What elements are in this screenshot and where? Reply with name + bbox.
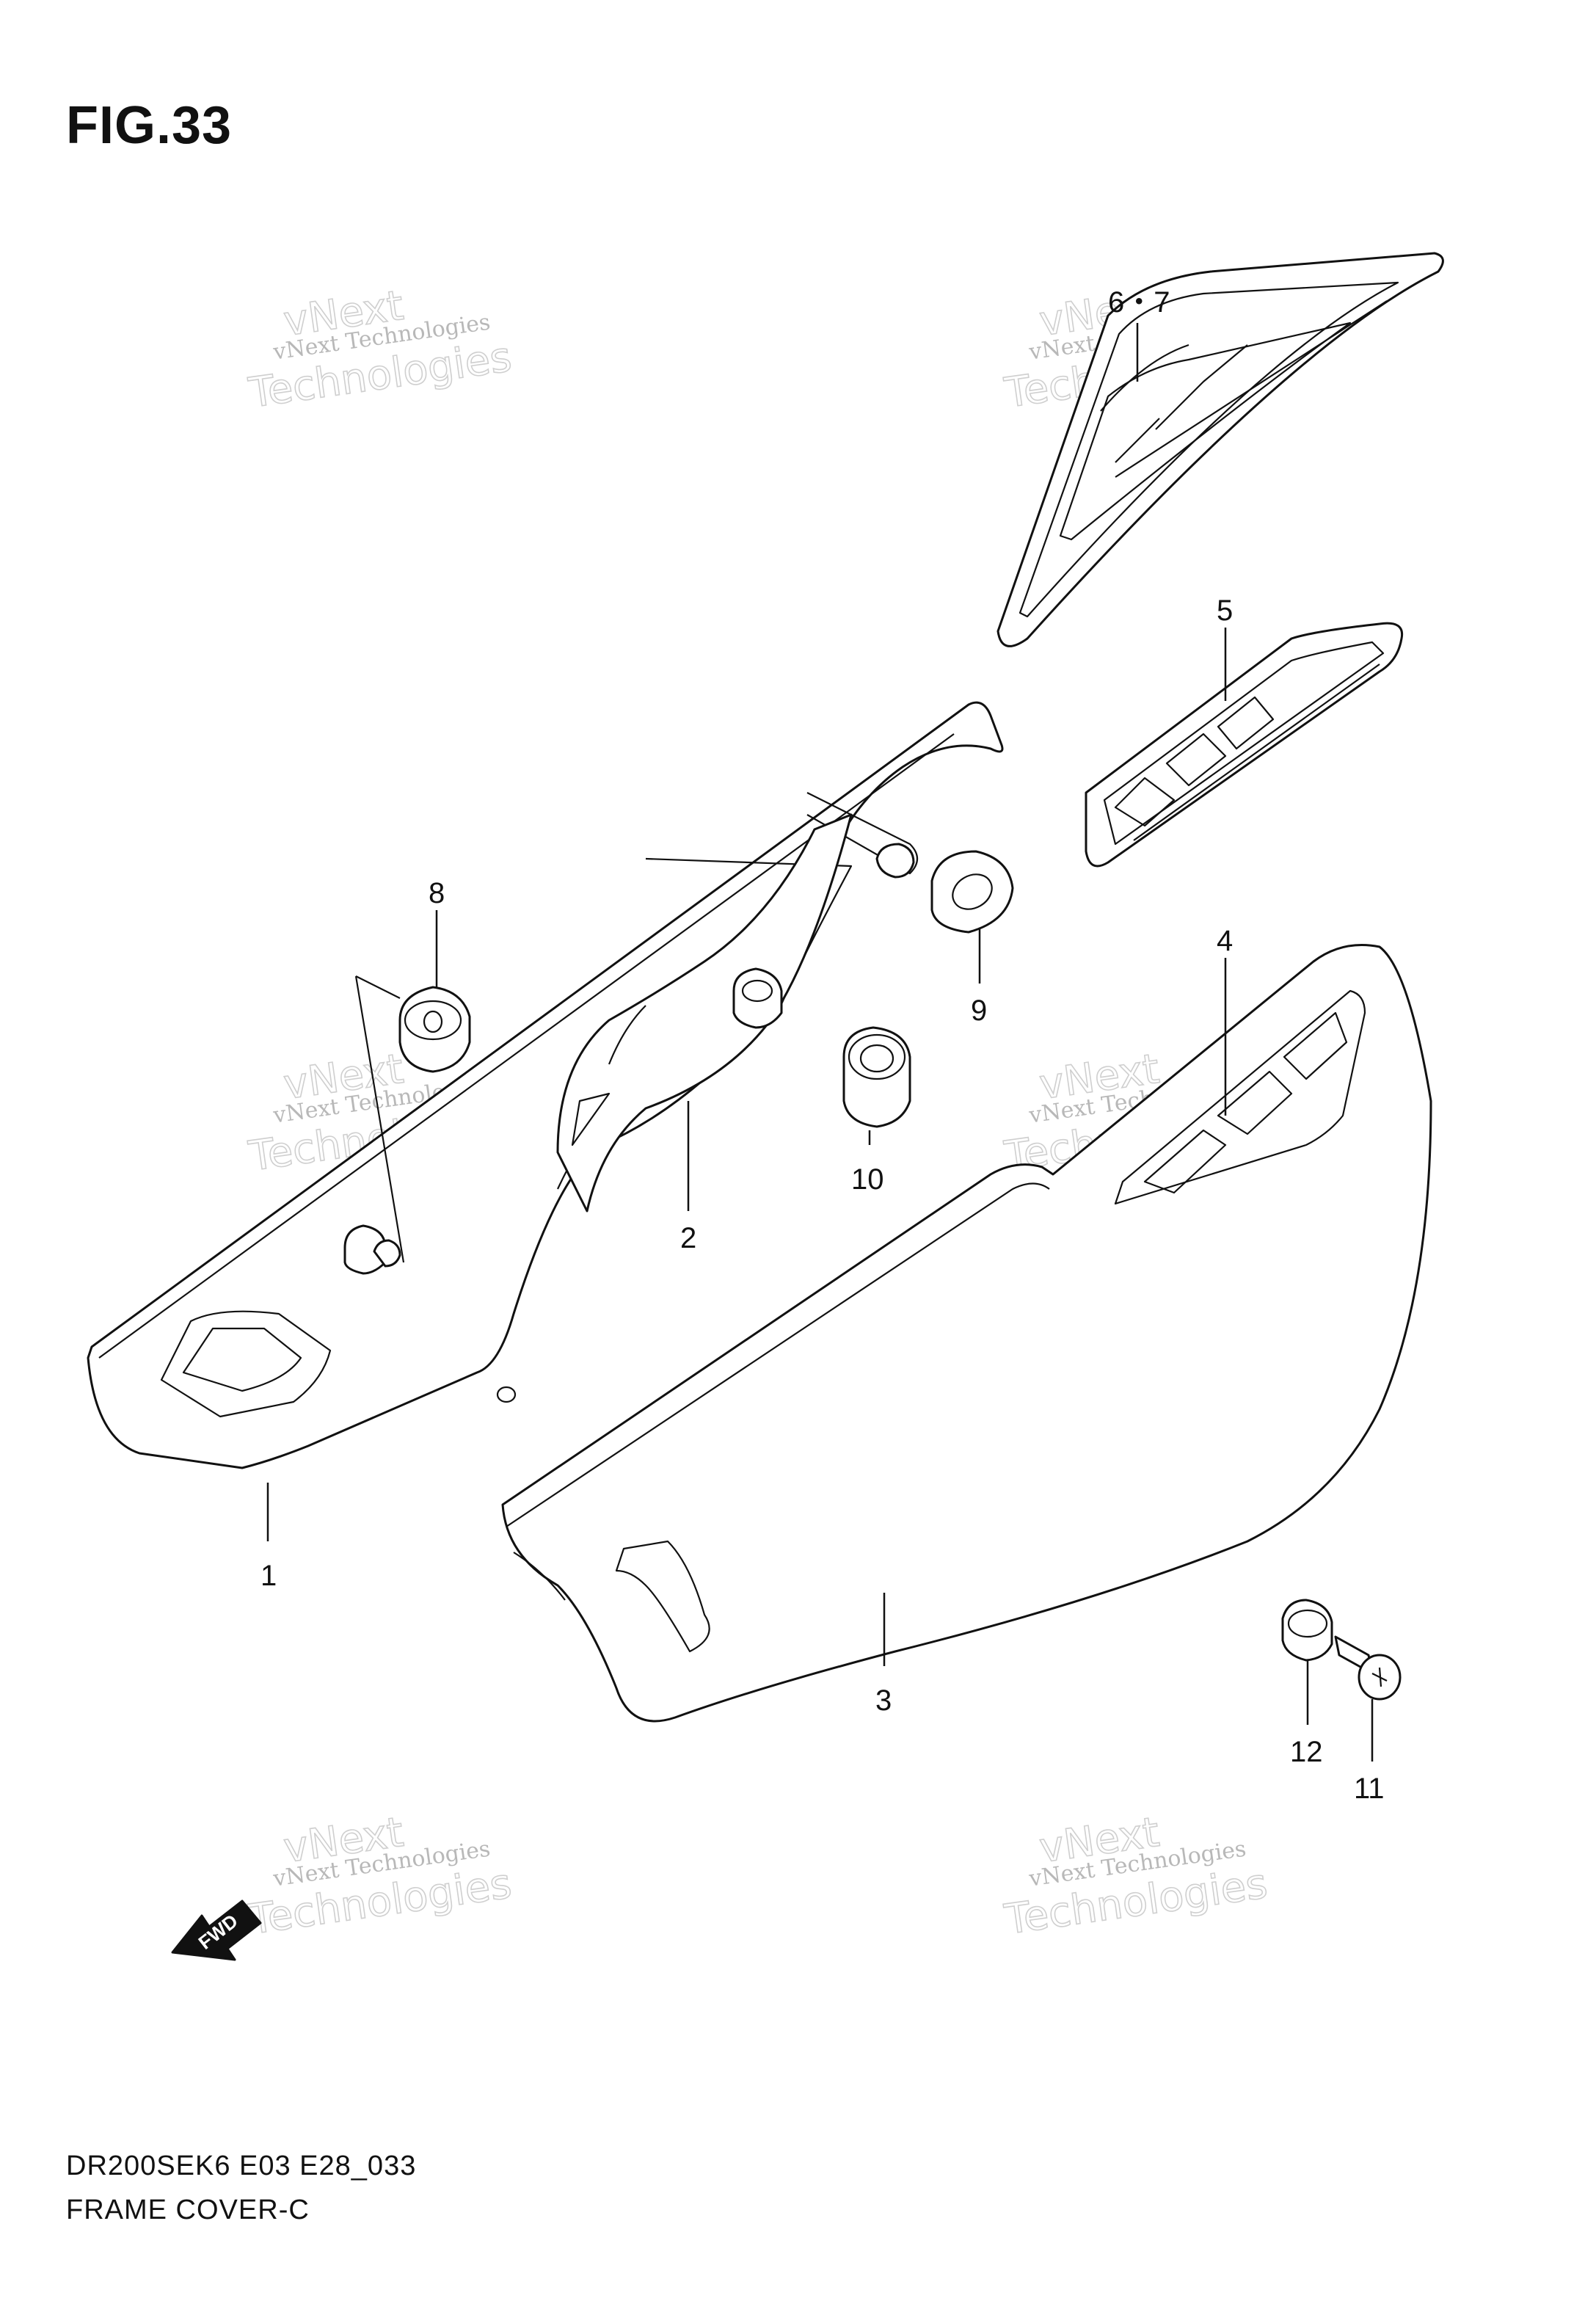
callout-9: 9 bbox=[971, 995, 987, 1027]
part-1-bosses bbox=[343, 843, 915, 1275]
front-arrow-icon: FWD bbox=[171, 1900, 262, 1961]
callout-11: 11 bbox=[1354, 1773, 1385, 1805]
watermark-6: vNext vNext Technologies Technologies bbox=[1001, 1808, 1271, 1944]
callout-10: 10 bbox=[851, 1163, 884, 1196]
callout-5: 5 bbox=[1217, 595, 1233, 627]
callout-2: 2 bbox=[680, 1222, 696, 1254]
callout-12: 12 bbox=[1290, 1736, 1323, 1768]
leader-lines bbox=[266, 323, 1374, 1762]
callout-4: 4 bbox=[1217, 925, 1233, 957]
part-5-emblem bbox=[1085, 622, 1404, 868]
figure-title: FIG.33 bbox=[66, 96, 233, 155]
part-12-grommet bbox=[1281, 1599, 1333, 1662]
watermark-5: vNext vNext Technologies Technologies bbox=[245, 1808, 515, 1944]
diagram-name: FRAME COVER-C bbox=[66, 2195, 310, 2225]
part-3-side-cover bbox=[501, 944, 1432, 1723]
callout-6-7: 6・7 bbox=[1108, 286, 1170, 319]
part-8-grommet bbox=[354, 975, 471, 1263]
part-6-7-emblem bbox=[996, 252, 1444, 647]
part-9-grommet bbox=[930, 850, 1014, 934]
watermark-1: vNext vNext Technologies Technologies bbox=[245, 281, 515, 418]
part-11-screw bbox=[1334, 1635, 1402, 1701]
callout-8: 8 bbox=[429, 877, 445, 909]
callout-3: 3 bbox=[875, 1684, 892, 1717]
diagram-code: DR200SEK6 E03 E28_033 bbox=[66, 2151, 417, 2181]
part-2-inner-panel bbox=[556, 813, 853, 1213]
callout-1: 1 bbox=[260, 1560, 277, 1592]
part-10-collar bbox=[842, 1026, 911, 1128]
